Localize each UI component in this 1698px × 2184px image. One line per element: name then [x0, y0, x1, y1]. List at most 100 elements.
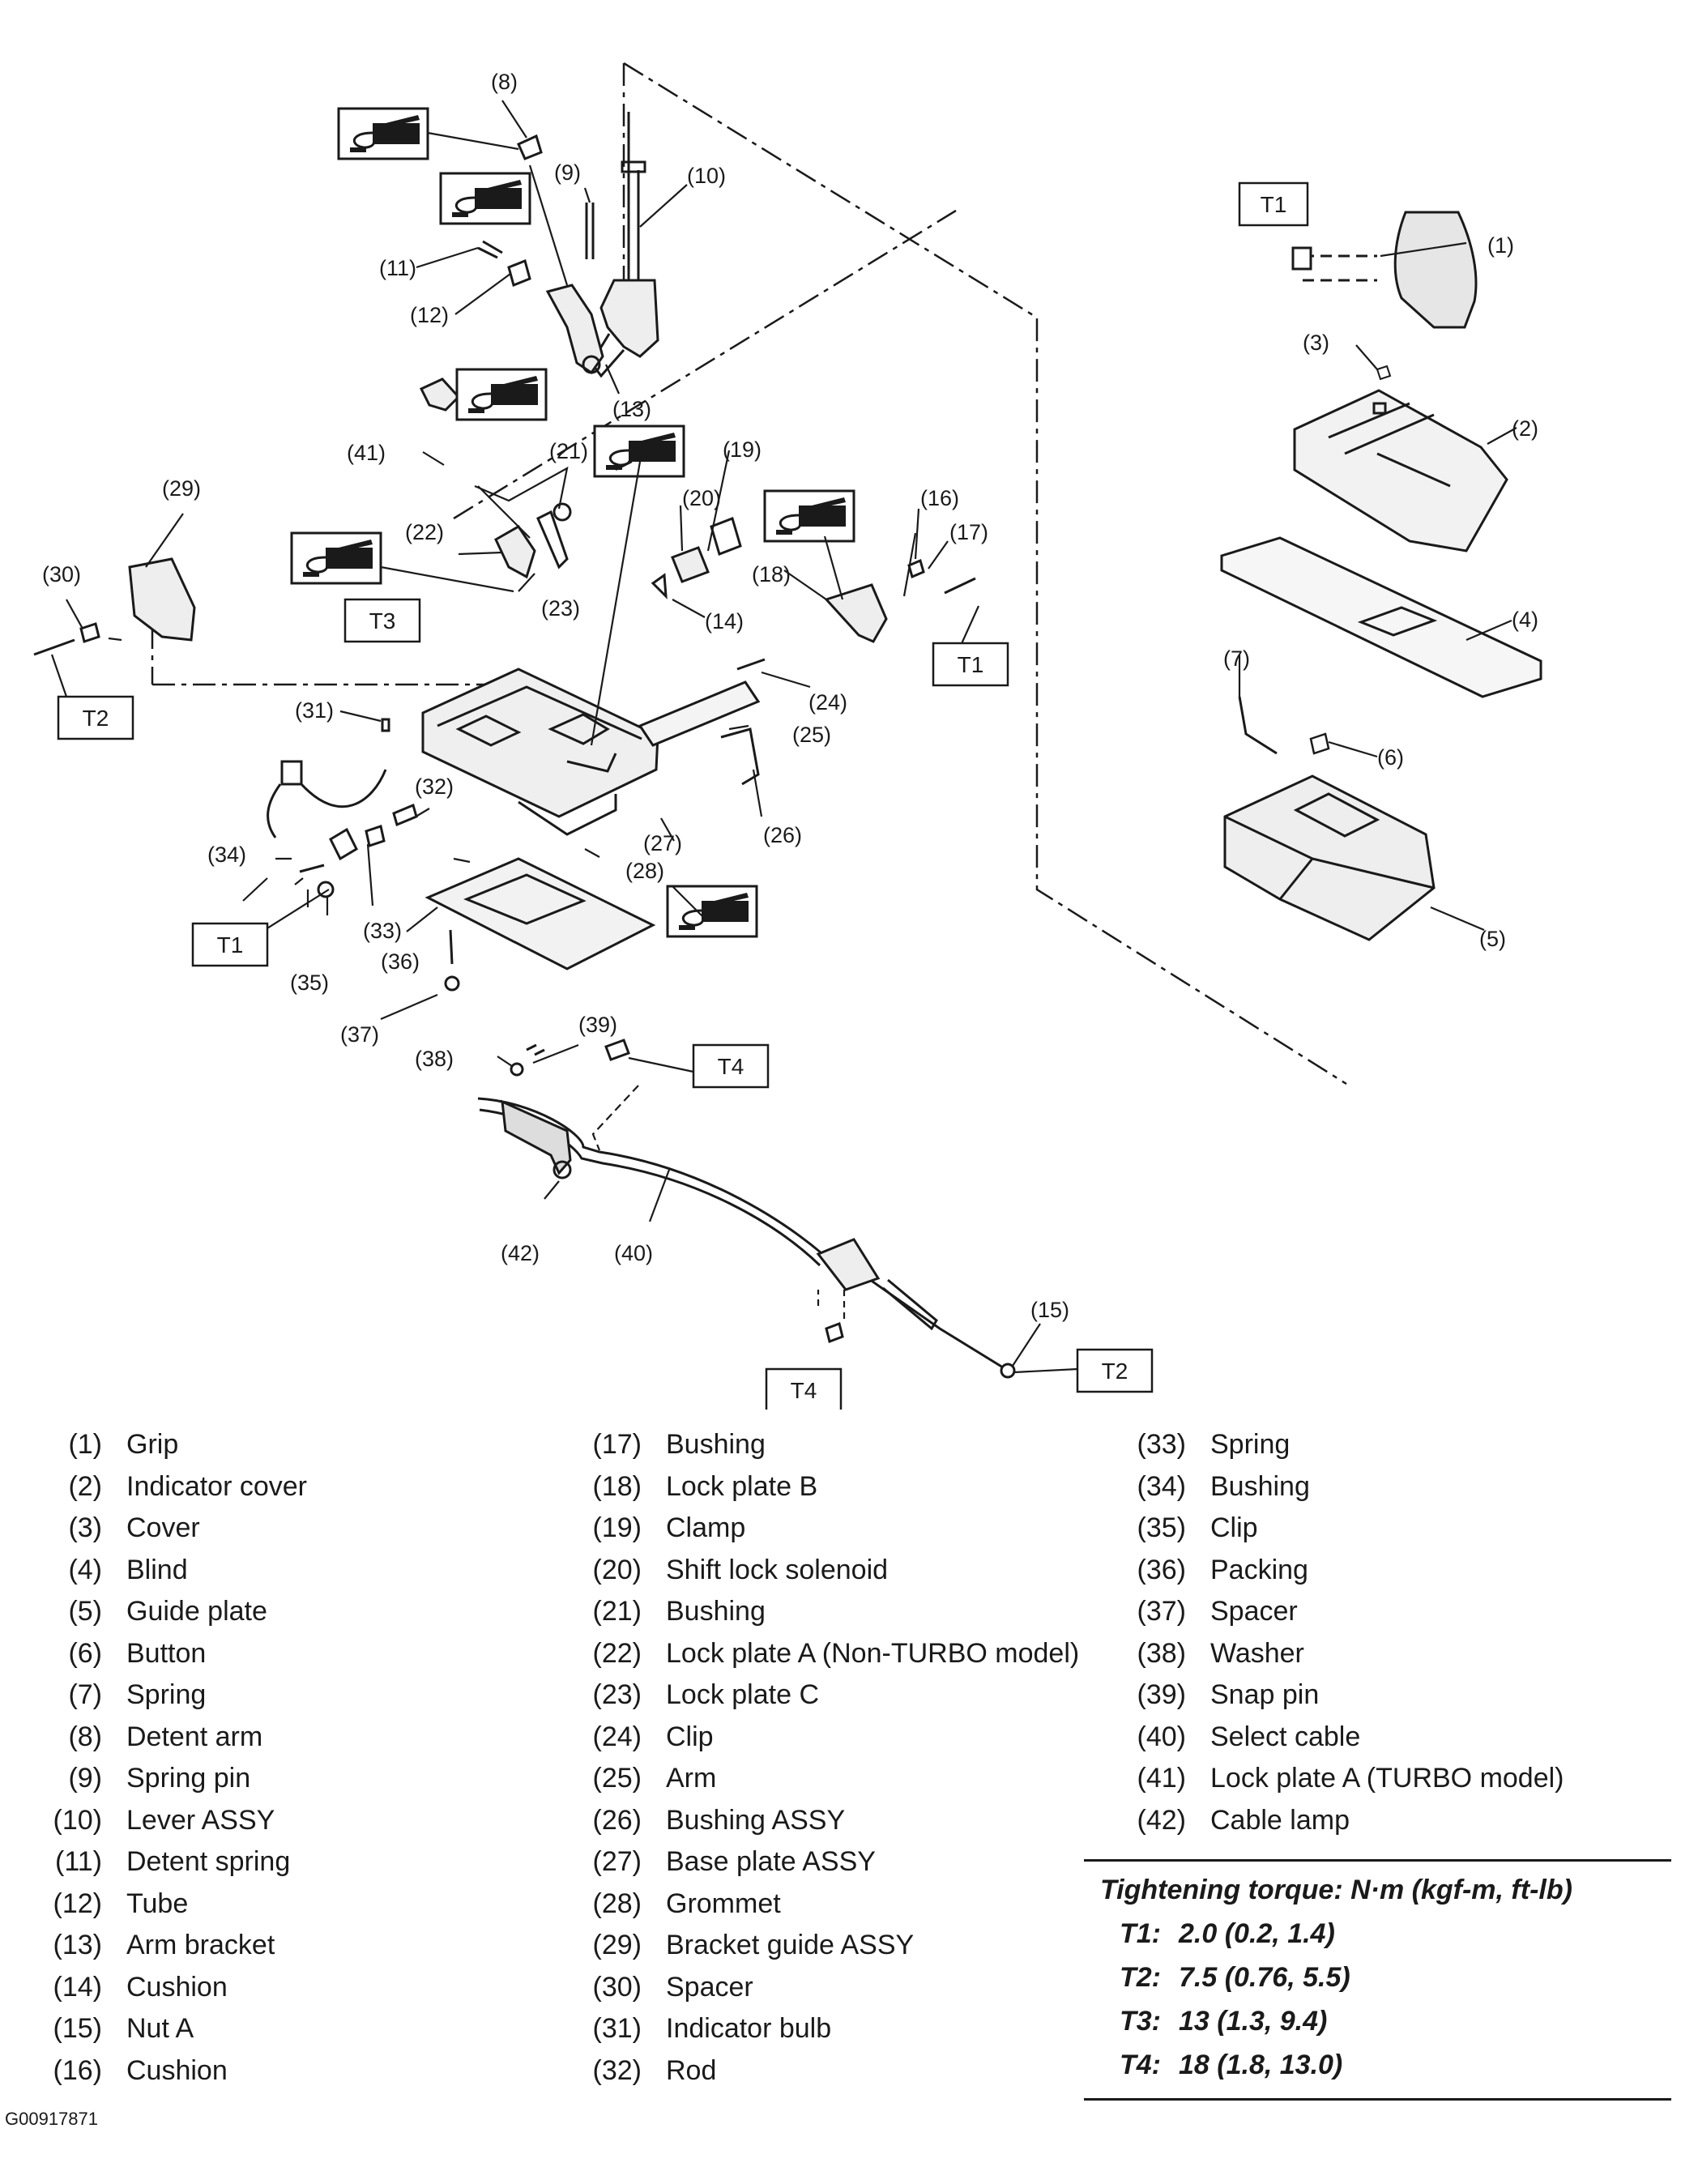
- legend-number: (26): [592, 1804, 642, 1836]
- indicator-bulb-and-cable-part: [267, 718, 418, 898]
- legend-number: (7): [68, 1679, 102, 1710]
- callout-35: (35): [290, 970, 329, 995]
- callout-38: (38): [415, 1047, 454, 1071]
- torque-box-t2-left: T2: [57, 695, 134, 740]
- legend-number: (29): [592, 1930, 642, 1960]
- legend-number: (31): [592, 2013, 642, 2044]
- legend-row: (14)Cushion: [49, 1967, 307, 2009]
- legend-label: Clip: [666, 1721, 714, 1752]
- legend-row: (5) Guide plate: [49, 1591, 307, 1633]
- callout-9: (9): [554, 160, 581, 185]
- legend-row: (17) Bushing: [588, 1424, 1079, 1466]
- lock-plates-part: [419, 378, 572, 579]
- legend-number: (4): [68, 1554, 102, 1585]
- base-plate-assy-part: [421, 668, 659, 836]
- torque-row: T3:13 (1.3, 9.4): [1084, 1999, 1671, 2043]
- legend-row: (37) Spacer: [1133, 1591, 1564, 1633]
- legend-number: (17): [592, 1429, 642, 1460]
- callout-30: (30): [42, 562, 81, 587]
- legend-label: Guide plate: [126, 1596, 267, 1627]
- legend-label: Bushing: [666, 1429, 766, 1460]
- legend-number: (21): [592, 1596, 642, 1627]
- legend-label: Clip: [1210, 1512, 1258, 1543]
- legend-label: Shift lock solenoid: [666, 1554, 889, 1585]
- torque-box-t1-left: T1: [191, 922, 269, 967]
- callout-29: (29): [162, 476, 201, 501]
- legend-number: (2): [68, 1470, 102, 1502]
- callout-42: (42): [501, 1241, 540, 1265]
- legend-label: Nut A: [126, 2013, 194, 2044]
- svg-text:T1: T1: [217, 932, 244, 958]
- legend-row: (7)Spring: [49, 1674, 307, 1717]
- button-part: [1309, 732, 1330, 755]
- legend-number: (41): [1137, 1763, 1186, 1794]
- legend-label: Grip: [126, 1429, 179, 1460]
- legend-number: (37): [1137, 1596, 1186, 1627]
- legend-label: Packing: [1210, 1554, 1308, 1585]
- legend-label: Cable lamp: [1210, 1804, 1350, 1836]
- legend-number: (3): [68, 1512, 102, 1543]
- callout-1: (1): [1487, 233, 1514, 258]
- legend-label: Spring pin: [126, 1763, 251, 1794]
- callout-24: (24): [808, 690, 847, 714]
- legend-row: (26) Bushing ASSY: [588, 1800, 1079, 1842]
- legend-row: (15) Nut A: [49, 2008, 307, 2050]
- detent-arm-part: [477, 134, 604, 375]
- legend-row: (3)Cover: [49, 1508, 307, 1550]
- legend-label: Clamp: [666, 1512, 746, 1543]
- grip-part: [1291, 211, 1478, 329]
- legend-label: Blind: [126, 1554, 188, 1585]
- legend-number: (25): [592, 1763, 642, 1794]
- legend-row: (2) Indicator cover: [49, 1466, 307, 1508]
- legend-label: Bracket guide ASSY: [666, 1930, 915, 1960]
- legend-number: (38): [1137, 1637, 1186, 1669]
- legend-row: (13)Arm bracket: [49, 1925, 307, 1967]
- legend-label: Bushing: [1210, 1470, 1310, 1502]
- spring-part: [1238, 696, 1278, 755]
- torque-box-t3: T3: [343, 598, 421, 643]
- legend-number: (5): [68, 1596, 102, 1627]
- legend-label: Lever ASSY: [126, 1804, 275, 1836]
- callout-17: (17): [949, 520, 988, 544]
- legend-number: (10): [53, 1804, 102, 1836]
- torque-value: 13 (1.3, 9.4): [1179, 2006, 1328, 2037]
- grease-icon-2: [439, 172, 531, 225]
- legend-row: (20)Shift lock solenoid: [588, 1550, 1079, 1592]
- callout-40: (40): [614, 1241, 653, 1265]
- legend-label: Tube: [126, 1888, 189, 1919]
- legend-label: Lock plate A (Non-TURBO model): [666, 1637, 1080, 1669]
- legend-row: (36)Packing: [1133, 1550, 1564, 1592]
- torque-value: 18 (1.8, 13.0): [1179, 2050, 1343, 2080]
- legend-label: Spacer: [666, 1971, 753, 2003]
- legend-row: (9) Spring pin: [49, 1758, 307, 1800]
- callout-26: (26): [763, 823, 802, 847]
- callout-20: (20): [682, 486, 721, 510]
- callout-13: (13): [612, 397, 651, 421]
- torque-row: T1:2.0 (0.2, 1.4): [1084, 1912, 1671, 1956]
- torque-code: T1:: [1120, 1918, 1161, 1949]
- legend-label: Bushing ASSY: [666, 1804, 846, 1836]
- cover-part: [1376, 365, 1392, 381]
- legend-row: (16)Cushion: [49, 2050, 307, 2092]
- legend-label: Indicator cover: [126, 1470, 307, 1502]
- legend-number: (40): [1137, 1721, 1186, 1752]
- legend-number: (32): [592, 2054, 642, 2086]
- legend-label: Cushion: [126, 2054, 228, 2086]
- legend-number: (15): [53, 2013, 102, 2044]
- legend-number: (27): [592, 1846, 642, 1877]
- callout-5: (5): [1479, 927, 1506, 951]
- legend-label: Arm: [666, 1763, 717, 1794]
- grease-icon-3: [455, 368, 548, 421]
- callout-18: (18): [752, 562, 791, 587]
- legend-row: (35)Clip: [1133, 1508, 1564, 1550]
- legend-number: (9): [68, 1763, 102, 1794]
- legend-column-3: (33)Spring(34)Bushing(35)Clip(36)Packing…: [1133, 1424, 1564, 1841]
- legend-label: Button: [126, 1637, 207, 1669]
- legend-label: Cushion: [126, 1971, 228, 2003]
- legend-label: Lock plate B: [666, 1470, 818, 1502]
- callout-3: (3): [1303, 331, 1329, 355]
- callout-41: (41): [347, 441, 386, 465]
- callout-23: (23): [541, 596, 580, 621]
- legend-label: Spacer: [1210, 1596, 1298, 1627]
- callout-36: (36): [381, 949, 420, 974]
